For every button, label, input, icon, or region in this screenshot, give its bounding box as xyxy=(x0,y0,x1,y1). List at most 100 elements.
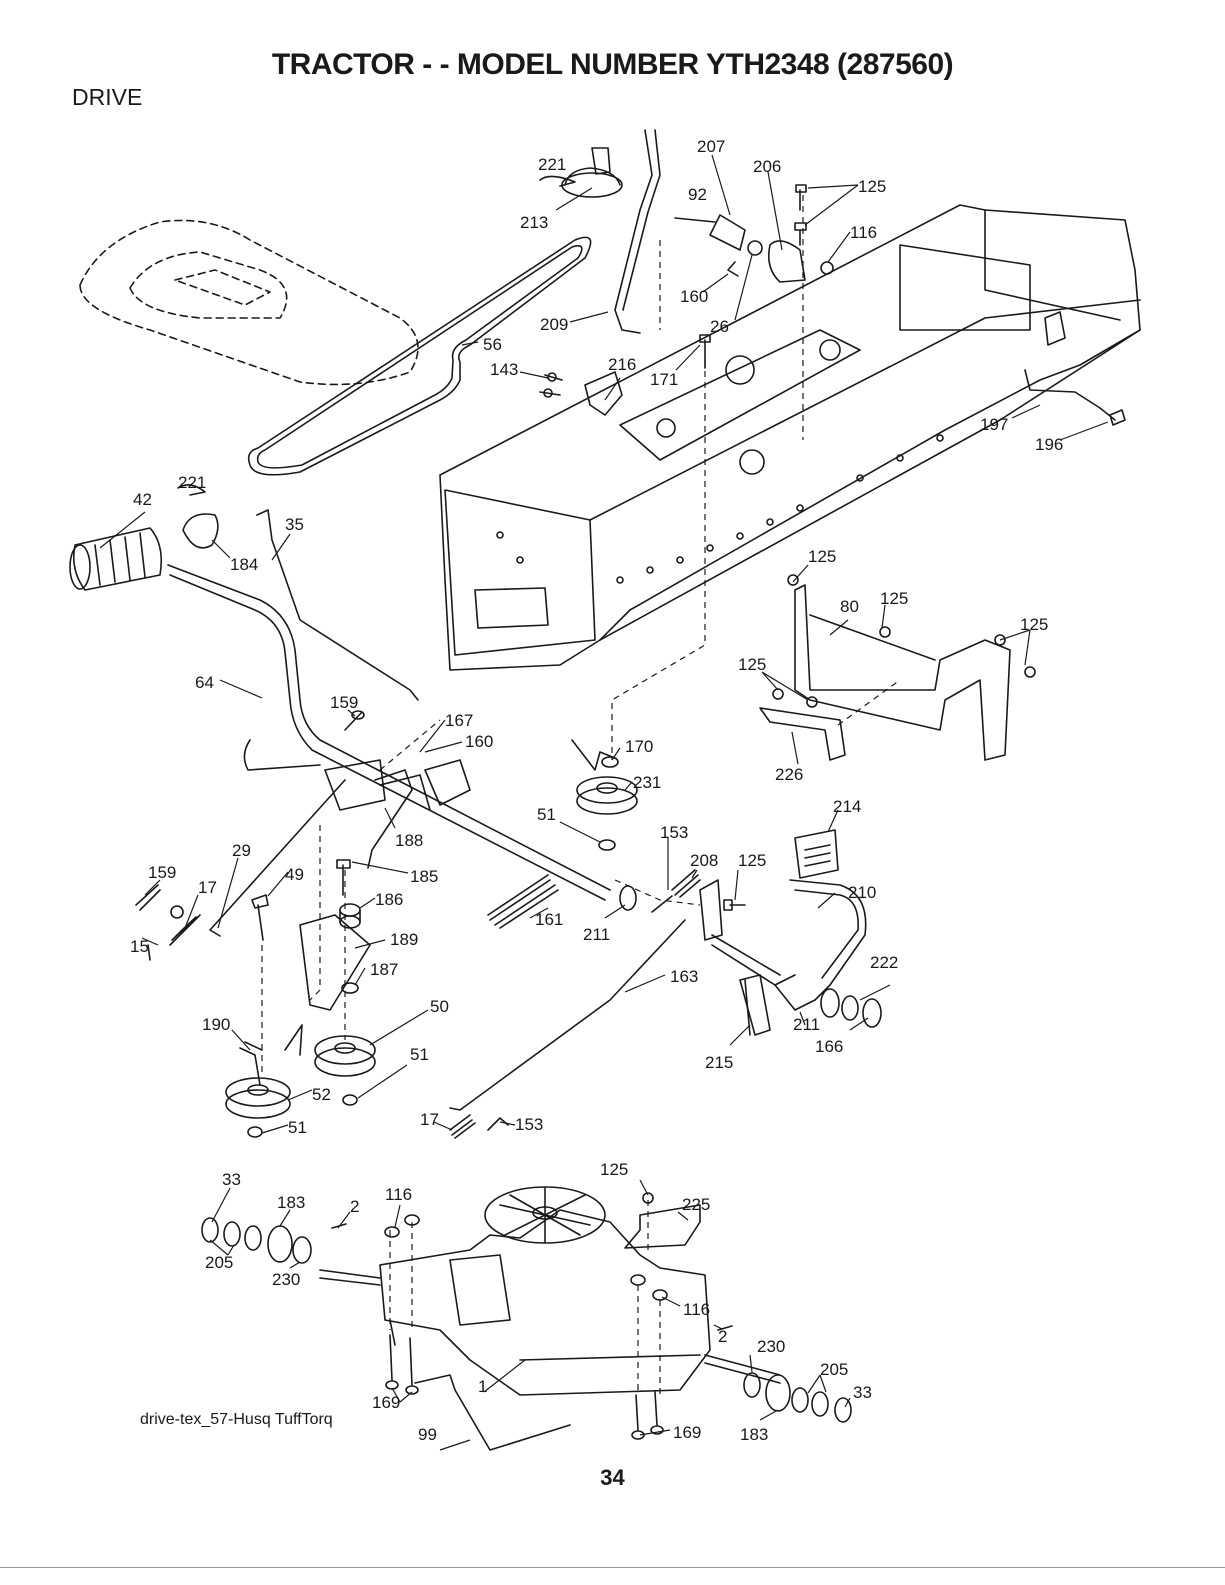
callout: 116 xyxy=(850,223,877,242)
callout: 64 xyxy=(195,673,214,692)
callout: 161 xyxy=(535,910,563,929)
callout: 2 xyxy=(718,1327,727,1346)
callout: 125 xyxy=(858,177,886,196)
callout: 214 xyxy=(833,797,861,816)
callout: 35 xyxy=(285,515,304,534)
callout: 125 xyxy=(738,655,766,674)
drive-belt xyxy=(247,236,592,476)
callout: 225 xyxy=(682,1195,710,1214)
page-title: TRACTOR - - MODEL NUMBER YTH2348 (287560… xyxy=(271,48,954,81)
callout: 183 xyxy=(740,1425,768,1444)
callout: 213 xyxy=(520,213,548,232)
page-bottom-rule xyxy=(0,1567,1225,1568)
callout: 166 xyxy=(815,1037,843,1056)
rod-35 xyxy=(256,509,419,701)
control-bracket xyxy=(324,710,471,811)
callout: 208 xyxy=(690,851,718,870)
callout: 188 xyxy=(395,831,423,850)
callout: 205 xyxy=(820,1360,848,1379)
bracket-215 xyxy=(739,974,771,1036)
section-heading: DRIVE xyxy=(72,84,143,110)
callout: 205 xyxy=(205,1253,233,1272)
diagram-file-name: drive-tex_57-Husq TuffTorq xyxy=(140,1411,333,1428)
callout: 169 xyxy=(372,1393,400,1412)
rod-197 xyxy=(1024,369,1126,426)
bracket-216 xyxy=(539,371,623,416)
callout: 26 xyxy=(710,317,729,336)
callout: 211 xyxy=(583,925,610,944)
callout: 153 xyxy=(515,1115,543,1134)
callout: 226 xyxy=(775,765,803,784)
callout: 221 xyxy=(538,155,566,174)
callout: 50 xyxy=(430,997,449,1016)
callout: 196 xyxy=(1035,435,1063,454)
callout: 197 xyxy=(980,415,1008,434)
washers-222-166 xyxy=(820,988,882,1028)
spring-161 xyxy=(487,874,559,929)
callout: 125 xyxy=(738,851,766,870)
callout: 216 xyxy=(608,355,636,374)
callout: 42 xyxy=(133,490,152,509)
callout: 163 xyxy=(670,967,698,986)
callout: 207 xyxy=(697,137,725,156)
callout: 230 xyxy=(272,1270,300,1289)
assembly-lines xyxy=(261,195,901,1395)
rod-99 xyxy=(414,1374,571,1451)
idler-arm-189 xyxy=(299,859,371,1011)
control-rod-assembly xyxy=(614,129,834,334)
callout: 210 xyxy=(848,883,876,902)
callout: 211 xyxy=(793,1015,820,1034)
leader-lines xyxy=(99,154,1109,1451)
transaxle-1 xyxy=(319,1186,781,1396)
bracket-226 xyxy=(759,688,846,761)
callout: 160 xyxy=(680,287,708,306)
pedal-pad-214 xyxy=(794,829,839,879)
callout: 170 xyxy=(625,737,653,756)
callout: 160 xyxy=(465,732,493,751)
callout: 33 xyxy=(222,1170,241,1189)
callout: 125 xyxy=(600,1160,628,1179)
callout-labels: 221 207 206 125 92 213 116 160 209 26 56… xyxy=(130,137,1063,1444)
callout: 15 xyxy=(130,937,149,956)
callout: 2 xyxy=(350,1197,359,1216)
bracket-80 xyxy=(787,574,1036,761)
spring-208 xyxy=(651,869,701,913)
callout: 1 xyxy=(478,1377,487,1396)
callout: 153 xyxy=(660,823,688,842)
callout: 56 xyxy=(483,335,502,354)
callout: 222 xyxy=(870,953,898,972)
callout: 159 xyxy=(330,693,358,712)
washers-right xyxy=(717,1325,852,1423)
pedal-shaft-bracket xyxy=(699,879,781,986)
springs-left xyxy=(135,884,201,961)
callout: 17 xyxy=(420,1110,439,1129)
callout: 183 xyxy=(277,1193,305,1212)
page-number: 34 xyxy=(600,1465,625,1490)
callout: 169 xyxy=(673,1423,701,1442)
lever-64 xyxy=(167,564,611,901)
knob-184 xyxy=(177,484,219,549)
rod-188 xyxy=(367,769,413,869)
knob-and-clip-top xyxy=(539,147,623,198)
rod-163 xyxy=(449,919,686,1111)
callout: 215 xyxy=(705,1053,733,1072)
callout: 52 xyxy=(312,1085,331,1104)
callout: 29 xyxy=(232,841,251,860)
callout: 186 xyxy=(375,890,403,909)
callout: 99 xyxy=(418,1425,437,1444)
callout: 125 xyxy=(808,547,836,566)
mower-deck-outline xyxy=(79,219,419,386)
callout: 206 xyxy=(753,157,781,176)
callout: 125 xyxy=(880,589,908,608)
tractor-frame xyxy=(439,204,1141,671)
callout: 221 xyxy=(178,473,206,492)
pulley-231 xyxy=(571,739,638,851)
springs-lower xyxy=(449,1114,509,1139)
callout: 33 xyxy=(853,1383,872,1402)
callout: 51 xyxy=(288,1118,307,1137)
callout: 230 xyxy=(757,1337,785,1356)
callout: 125 xyxy=(1020,615,1048,634)
bolt-49 xyxy=(251,894,269,941)
callout: 190 xyxy=(202,1015,230,1034)
